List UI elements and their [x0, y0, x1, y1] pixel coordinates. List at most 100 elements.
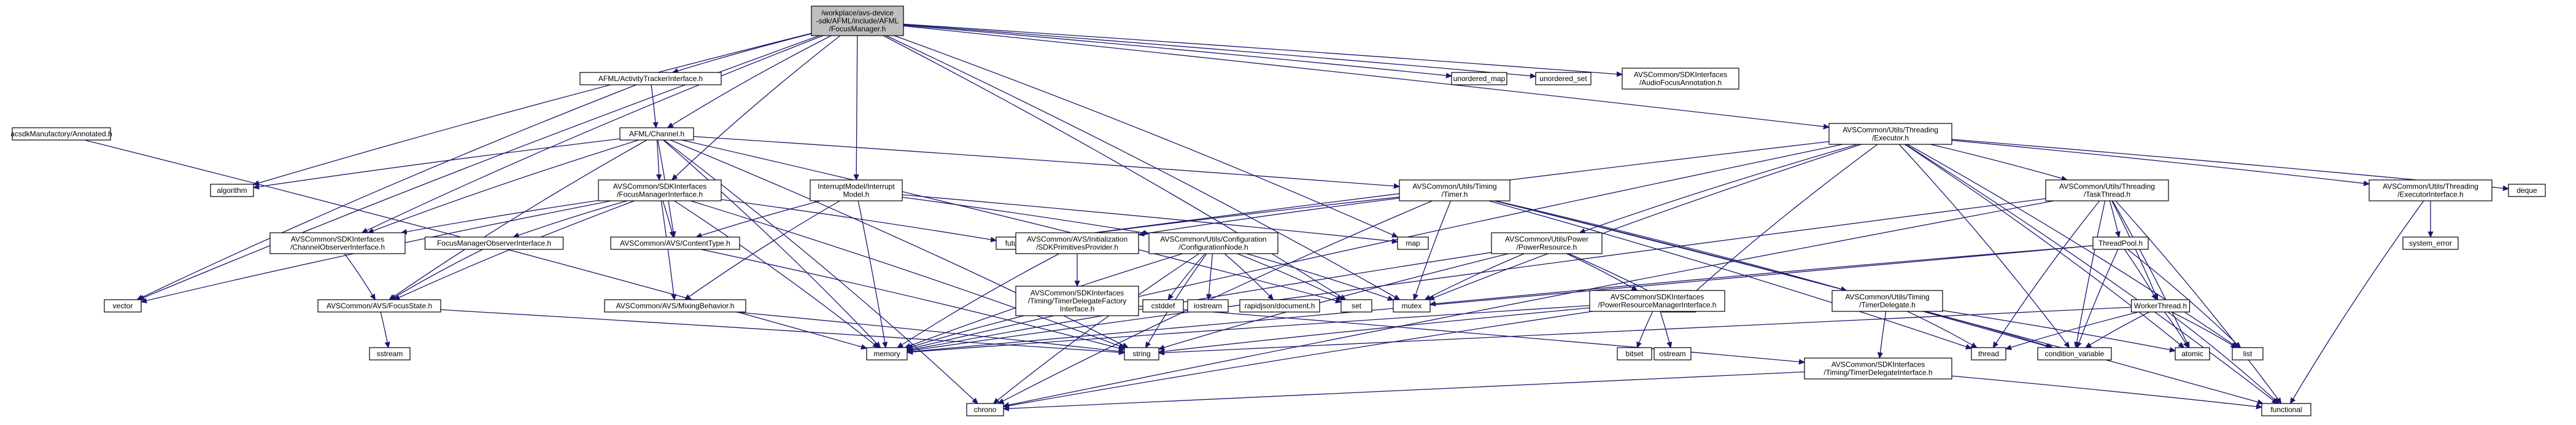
- node-box: [1340, 299, 1372, 313]
- node-tasktread[interactable]: AVSCommon/Utils/Threading/TaskThread.h: [2045, 179, 2169, 201]
- node-label-line: /PowerResource.h: [1517, 243, 1577, 252]
- edge-focusmanager-to-channelobserver: [362, 35, 824, 233]
- edge-tasktread-to-threadpool: [2109, 200, 2119, 237]
- edge-executor-to-executorinterface: [1951, 139, 2369, 184]
- node-box: [1491, 232, 1603, 254]
- edge-tasktread-to-thread: [1993, 200, 2100, 348]
- edge-powerresourcemanager-to-string: [1159, 307, 1590, 352]
- node-workerthread[interactable]: WorkerThread.h: [2130, 299, 2191, 313]
- node-box: [2508, 184, 2546, 197]
- node-label-line: AVSCommon/Utils/Threading: [2383, 182, 2478, 191]
- node-cstddef[interactable]: cstddef: [1142, 299, 1184, 313]
- node-map[interactable]: map: [1397, 236, 1429, 250]
- node-box: [2130, 299, 2191, 313]
- node-box: [1148, 232, 1278, 254]
- node-audiofocusannotation[interactable]: AVSCommon/SDKInterfaces/AudioFocusAnnota…: [1622, 68, 1739, 90]
- edge-executor-to-atomic: [1905, 144, 2184, 348]
- node-label-line: -sdk/AFML/include/AFML: [816, 17, 899, 25]
- node-threadpool[interactable]: ThreadPool.h: [2092, 236, 2149, 250]
- node-afml-channel[interactable]: AFML/Channel.h: [619, 127, 694, 141]
- node-label-line: /TimerDelegate.h: [1859, 301, 1916, 310]
- node-configurationnode[interactable]: AVSCommon/Utils/Configuration/Configurat…: [1148, 232, 1278, 254]
- edge-powerresourcemanager-to-memory: [907, 305, 1590, 353]
- node-powerresourcemanager[interactable]: AVSCommon/SDKInterfaces/PowerResourceMan…: [1589, 290, 1725, 312]
- node-mixingbehavior[interactable]: AVSCommon/AVS/MixingBehavior.h: [604, 299, 746, 313]
- node-timerdelegatefactory[interactable]: AVSCommon/SDKInterfaces/Timing/TimerDele…: [1015, 286, 1139, 316]
- node-acsdkmanufactory-annotated[interactable]: acsdkManufactory/Annotated.h: [10, 127, 112, 141]
- edge-threadpool-to-condition_variable: [2077, 249, 2119, 348]
- node-rapidjson[interactable]: rapidjson/document.h: [1239, 299, 1320, 313]
- node-iostream[interactable]: iostream: [1187, 299, 1229, 313]
- node-label-line: /FocusManager.h: [829, 25, 886, 33]
- node-string[interactable]: string: [1124, 347, 1159, 361]
- node-label-line: InterruptModel/Interrupt: [818, 182, 895, 191]
- node-box: [610, 236, 740, 250]
- edge-focusstate-to-string: [440, 309, 1124, 353]
- node-set[interactable]: set: [1340, 299, 1372, 313]
- node-powerresource[interactable]: AVSCommon/Utils/Power/PowerResource.h: [1491, 232, 1603, 254]
- node-box: [579, 72, 722, 85]
- node-label-line: rapidjson/document.h: [1245, 302, 1315, 310]
- node-focusstate[interactable]: AVSCommon/AVS/FocusState.h: [317, 299, 441, 313]
- node-deque[interactable]: deque: [2508, 184, 2546, 197]
- node-memory[interactable]: memory: [866, 347, 908, 361]
- node-label-line: AVSCommon/SDKInterfaces: [1031, 289, 1124, 297]
- node-thread[interactable]: thread: [1971, 347, 2006, 361]
- node-atomic[interactable]: atomic: [2175, 347, 2210, 361]
- node-box: [1451, 72, 1507, 85]
- node-ostream[interactable]: ostream: [1654, 347, 1692, 361]
- node-timedelegate[interactable]: AVSCommon/Utils/Timing/TimerDelegate.h: [1831, 290, 1943, 312]
- edge-focusmanagerobserver-to-focusstate: [390, 249, 483, 300]
- edge-focusmanagerinterface-to-memory: [674, 200, 878, 348]
- node-executorinterface[interactable]: AVSCommon/Utils/Threading/ExecutorInterf…: [2369, 179, 2493, 201]
- node-algorithm[interactable]: algorithm: [210, 184, 254, 197]
- node-sstream[interactable]: sstream: [369, 347, 411, 361]
- node-box: [2402, 236, 2459, 250]
- node-box: [2092, 236, 2149, 250]
- node-unordered-set[interactable]: unordered_set: [1535, 72, 1592, 85]
- node-box: [966, 403, 1004, 416]
- node-functional[interactable]: functional: [2261, 403, 2311, 416]
- node-label-line: /AudioFocusAnnotation.h: [1639, 79, 1722, 87]
- edge-focusmanager-to-executor: [903, 25, 1829, 127]
- node-label-line: AVSCommon/AVS/MixingBehavior.h: [616, 302, 735, 310]
- node-system-error[interactable]: system_error: [2402, 236, 2459, 250]
- node-contenttype[interactable]: AVSCommon/AVS/ContentType.h: [610, 236, 740, 250]
- node-unordered-map[interactable]: unordered_map: [1451, 72, 1507, 85]
- edge-interruptmodel-to-mixingbehavior: [685, 200, 840, 300]
- node-focusmanagerobserver[interactable]: FocusManagerObserverInterface.h: [424, 236, 564, 250]
- node-timerdelegateinterface[interactable]: AVSCommon/SDKInterfaces/Timing/TimerDele…: [1804, 357, 1952, 380]
- edge-executor-to-condition_variable: [1898, 144, 2069, 348]
- edge-configurationnode-to-chrono: [994, 253, 1200, 404]
- node-interruptmodel[interactable]: InterruptModel/InterruptModel.h: [810, 179, 903, 201]
- node-label-line: AFML/Channel.h: [629, 130, 684, 138]
- edge-tasktread-to-condition_variable: [2076, 200, 2106, 348]
- edge-timer-to-timedelegate: [1495, 200, 1847, 290]
- edge-focusmanager-to-unordered_map: [903, 25, 1452, 76]
- node-box: [2369, 179, 2493, 201]
- node-list[interactable]: list: [2232, 347, 2264, 361]
- edge-channelobserver-to-focusstate: [344, 253, 375, 300]
- edge-afml_activitytracker-to-afml_channel: [651, 84, 656, 128]
- node-mutex[interactable]: mutex: [1393, 299, 1431, 313]
- node-executor[interactable]: AVSCommon/Utils/Threading/Executor.h: [1828, 123, 1952, 145]
- node-sdkprimitivesprovider[interactable]: AVSCommon/AVS/Initialization/SDKPrimitiv…: [1015, 232, 1139, 254]
- node-label-line: memory: [873, 349, 900, 358]
- node-label-line: /Timing/TimerDelegateInterface.h: [1824, 368, 1932, 377]
- edge-executorinterface-to-functional: [2291, 200, 2424, 404]
- edge-threadpool-to-workerthread: [2124, 249, 2156, 300]
- node-focusmanagerinterface[interactable]: AVSCommon/SDKInterfaces/FocusManagerInte…: [598, 179, 722, 201]
- node-label-line: Model.h: [843, 190, 870, 199]
- edge-focusmanager-to-audiofocusannotation: [903, 23, 1622, 74]
- node-afml-activitytracker[interactable]: AFML/ActivityTrackerInterface.h: [579, 72, 722, 85]
- node-label-line: condition_variable: [2045, 349, 2105, 358]
- node-condition-variable[interactable]: condition_variable: [2037, 347, 2112, 361]
- node-focusmanager[interactable]: /workplace/avs-device-sdk/AFML/include/A…: [811, 6, 904, 36]
- node-channelobserver[interactable]: AVSCommon/SDKInterfaces/ChannelObserverI…: [269, 232, 406, 254]
- node-timer[interactable]: AVSCommon/Utils/Timing/Timer.h: [1399, 179, 1510, 201]
- node-chrono[interactable]: chrono: [966, 403, 1004, 416]
- node-box: [1124, 347, 1159, 361]
- node-label-line: AVSCommon/AVS/Initialization: [1027, 235, 1127, 244]
- node-bitset[interactable]: bitset: [1617, 347, 1652, 361]
- node-vector[interactable]: vector: [104, 299, 142, 313]
